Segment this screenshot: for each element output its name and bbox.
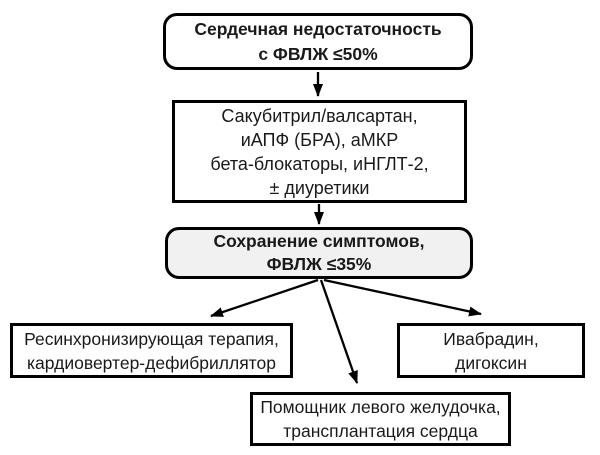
node-heart-failure: Сердечная недостаточность с ФВЛЖ ≤50% [163,13,473,70]
node-medications: Сакубитрил/валсартан, иАПФ (БРА), аМКР б… [172,100,467,203]
node-persistent-symptoms-line-1: Сохранение симптомов, [213,231,425,251]
node-heart-failure-line-2: с ФВЛЖ ≤50% [258,43,378,64]
node-medications-line-1: Сакубитрил/валсартан, [221,105,418,126]
arrow-persistent-to-crt-icd [210,278,319,318]
node-lvad-transplant-line-2: трансплантация сердца [283,421,478,441]
node-lvad-transplant: Помощник левого желудочка, трансплантаци… [250,392,511,446]
node-crt-icd-line-2: кардиовертер-дефибриллятор [27,352,276,373]
node-lvad-transplant-line-1: Помощник левого желудочка, [260,397,501,417]
arrow-persistent-to-ivabradine-digoxin [323,278,482,317]
node-persistent-symptoms: Сохранение симптомов, ФВЛЖ ≤35% [165,227,473,279]
node-medications-line-3: бета-блокаторы, иНГЛТ-2, [210,153,429,174]
node-ivabradine-digoxin-line-2: дигоксин [455,352,527,373]
node-medications-line-4: ± диуретики [269,177,370,198]
node-medications-line-2: иАПФ (БРА), аМКР [240,129,399,150]
node-crt-icd-line-1: Ресинхронизирующая терапия, [24,328,279,349]
node-persistent-symptoms-line-2: ФВЛЖ ≤35% [266,254,372,274]
node-crt-icd: Ресинхронизирующая терапия, кардиовертер… [10,323,293,378]
arrow-persistent-to-lvad-transplant [319,279,359,384]
node-ivabradine-digoxin-line-1: Ивабрадин, [443,328,539,349]
node-heart-failure-line-1: Сердечная недостаточность [194,18,442,39]
node-ivabradine-digoxin: Ивабрадин, дигоксин [397,323,585,378]
